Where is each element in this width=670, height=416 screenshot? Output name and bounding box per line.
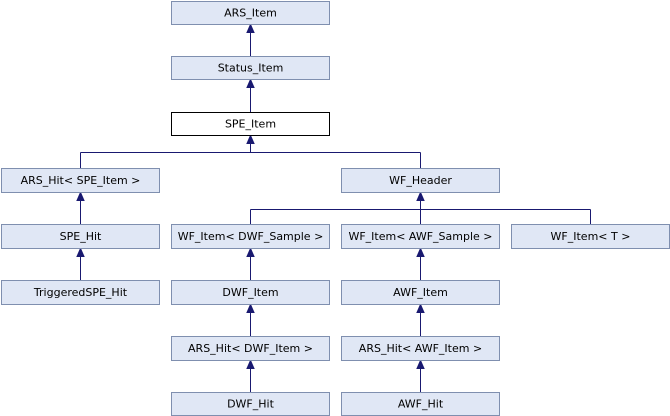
node-wf-item-t[interactable]: WF_Item< T > bbox=[511, 224, 670, 249]
node-wf-item-t-box[interactable] bbox=[511, 224, 670, 249]
edge-group-awf-item bbox=[416, 303, 425, 337]
node-wf-item-awf-sample-box[interactable] bbox=[341, 224, 500, 249]
node-awf-item-box[interactable] bbox=[341, 280, 500, 305]
inheritance-arrowhead bbox=[246, 303, 255, 313]
node-ars-item-box[interactable] bbox=[171, 1, 330, 25]
inheritance-arrowhead bbox=[246, 134, 255, 144]
node-ars-hit-spe-item-box[interactable] bbox=[1, 168, 160, 193]
node-ars-hit-awf-item-box[interactable] bbox=[341, 336, 500, 361]
node-awf-hit-label: AWF_Hit bbox=[398, 398, 444, 411]
node-spe-item-box[interactable] bbox=[171, 112, 330, 136]
edge-group-ars-hit-spe bbox=[76, 191, 85, 225]
inheritance-arrowhead bbox=[416, 191, 425, 201]
node-status-item-label: Status_Item bbox=[218, 62, 284, 75]
node-wf-header-label: WF_Header bbox=[389, 174, 452, 187]
inheritance-arrowhead bbox=[416, 247, 425, 257]
edge-group-ars-hit-dwf bbox=[246, 359, 255, 393]
node-ars-hit-dwf-item[interactable]: ARS_Hit< DWF_Item > bbox=[171, 336, 330, 361]
node-dwf-item-label: DWF_Item bbox=[222, 286, 278, 299]
node-dwf-item-box[interactable] bbox=[171, 280, 330, 305]
node-ars-hit-dwf-item-box[interactable] bbox=[171, 336, 330, 361]
node-status-item[interactable]: Status_Item bbox=[171, 56, 330, 80]
edge-group-ars-hit-awf bbox=[416, 359, 425, 393]
node-wf-item-awf-sample[interactable]: WF_Item< AWF_Sample > bbox=[341, 224, 500, 249]
node-wf-item-dwf-sample[interactable]: WF_Item< DWF_Sample > bbox=[171, 224, 330, 249]
node-awf-item-label: AWF_Item bbox=[393, 286, 448, 299]
edges-layer bbox=[76, 23, 591, 393]
node-spe-hit-box[interactable] bbox=[1, 224, 160, 249]
edge-group-wf-item-awf-sample bbox=[416, 247, 425, 281]
node-wf-header[interactable]: WF_Header bbox=[341, 168, 500, 193]
node-spe-item-label: SPE_Item bbox=[225, 118, 276, 131]
node-ars-item[interactable]: ARS_Item bbox=[171, 1, 330, 25]
edge-group-dwf-item bbox=[246, 303, 255, 337]
node-triggered-spe-hit-box[interactable] bbox=[1, 280, 160, 305]
node-spe-item[interactable]: SPE_Item bbox=[171, 112, 330, 136]
node-spe-hit[interactable]: SPE_Hit bbox=[1, 224, 160, 249]
inheritance-arrowhead bbox=[76, 191, 85, 201]
node-ars-hit-spe-item-label: ARS_Hit< SPE_Item > bbox=[21, 174, 141, 187]
node-dwf-item[interactable]: DWF_Item bbox=[171, 280, 330, 305]
inheritance-arrowhead bbox=[416, 359, 425, 369]
edge-group-wf-item-dwf-sample bbox=[246, 247, 255, 281]
node-wf-item-awf-sample-label: WF_Item< AWF_Sample > bbox=[348, 230, 492, 243]
node-ars-hit-spe-item[interactable]: ARS_Hit< SPE_Item > bbox=[1, 168, 160, 193]
node-ars-hit-awf-item[interactable]: ARS_Hit< AWF_Item > bbox=[341, 336, 500, 361]
inheritance-arrowhead bbox=[76, 247, 85, 257]
edge-group-status-item bbox=[246, 78, 255, 113]
node-ars-hit-dwf-item-label: ARS_Hit< DWF_Item > bbox=[188, 342, 313, 355]
inheritance-arrowhead bbox=[246, 23, 255, 33]
edge-group-wf-header bbox=[250, 191, 591, 225]
node-wf-header-box[interactable] bbox=[341, 168, 500, 193]
node-wf-item-t-label: WF_Item< T > bbox=[551, 230, 631, 243]
inheritance-arrowhead bbox=[246, 359, 255, 369]
node-ars-item-label: ARS_Item bbox=[224, 7, 277, 20]
node-dwf-hit[interactable]: DWF_Hit bbox=[171, 392, 330, 416]
edge-group-ars-item bbox=[246, 23, 255, 57]
node-wf-item-dwf-sample-label: WF_Item< DWF_Sample > bbox=[178, 230, 324, 243]
node-dwf-hit-label: DWF_Hit bbox=[227, 398, 275, 411]
edge-group-spe-item bbox=[80, 134, 421, 169]
node-triggered-spe-hit[interactable]: TriggeredSPE_Hit bbox=[1, 280, 160, 305]
node-awf-item[interactable]: AWF_Item bbox=[341, 280, 500, 305]
node-wf-item-dwf-sample-box[interactable] bbox=[171, 224, 330, 249]
inheritance-arrowhead bbox=[246, 247, 255, 257]
node-triggered-spe-hit-label: TriggeredSPE_Hit bbox=[33, 286, 128, 299]
node-ars-hit-awf-item-label: ARS_Hit< AWF_Item > bbox=[359, 342, 482, 355]
node-awf-hit[interactable]: AWF_Hit bbox=[341, 392, 500, 416]
node-spe-hit-label: SPE_Hit bbox=[60, 230, 102, 243]
node-status-item-box[interactable] bbox=[171, 56, 330, 80]
inheritance-arrowhead bbox=[416, 303, 425, 313]
edge-group-spe-hit bbox=[76, 247, 85, 281]
inheritance-arrowhead bbox=[246, 78, 255, 88]
